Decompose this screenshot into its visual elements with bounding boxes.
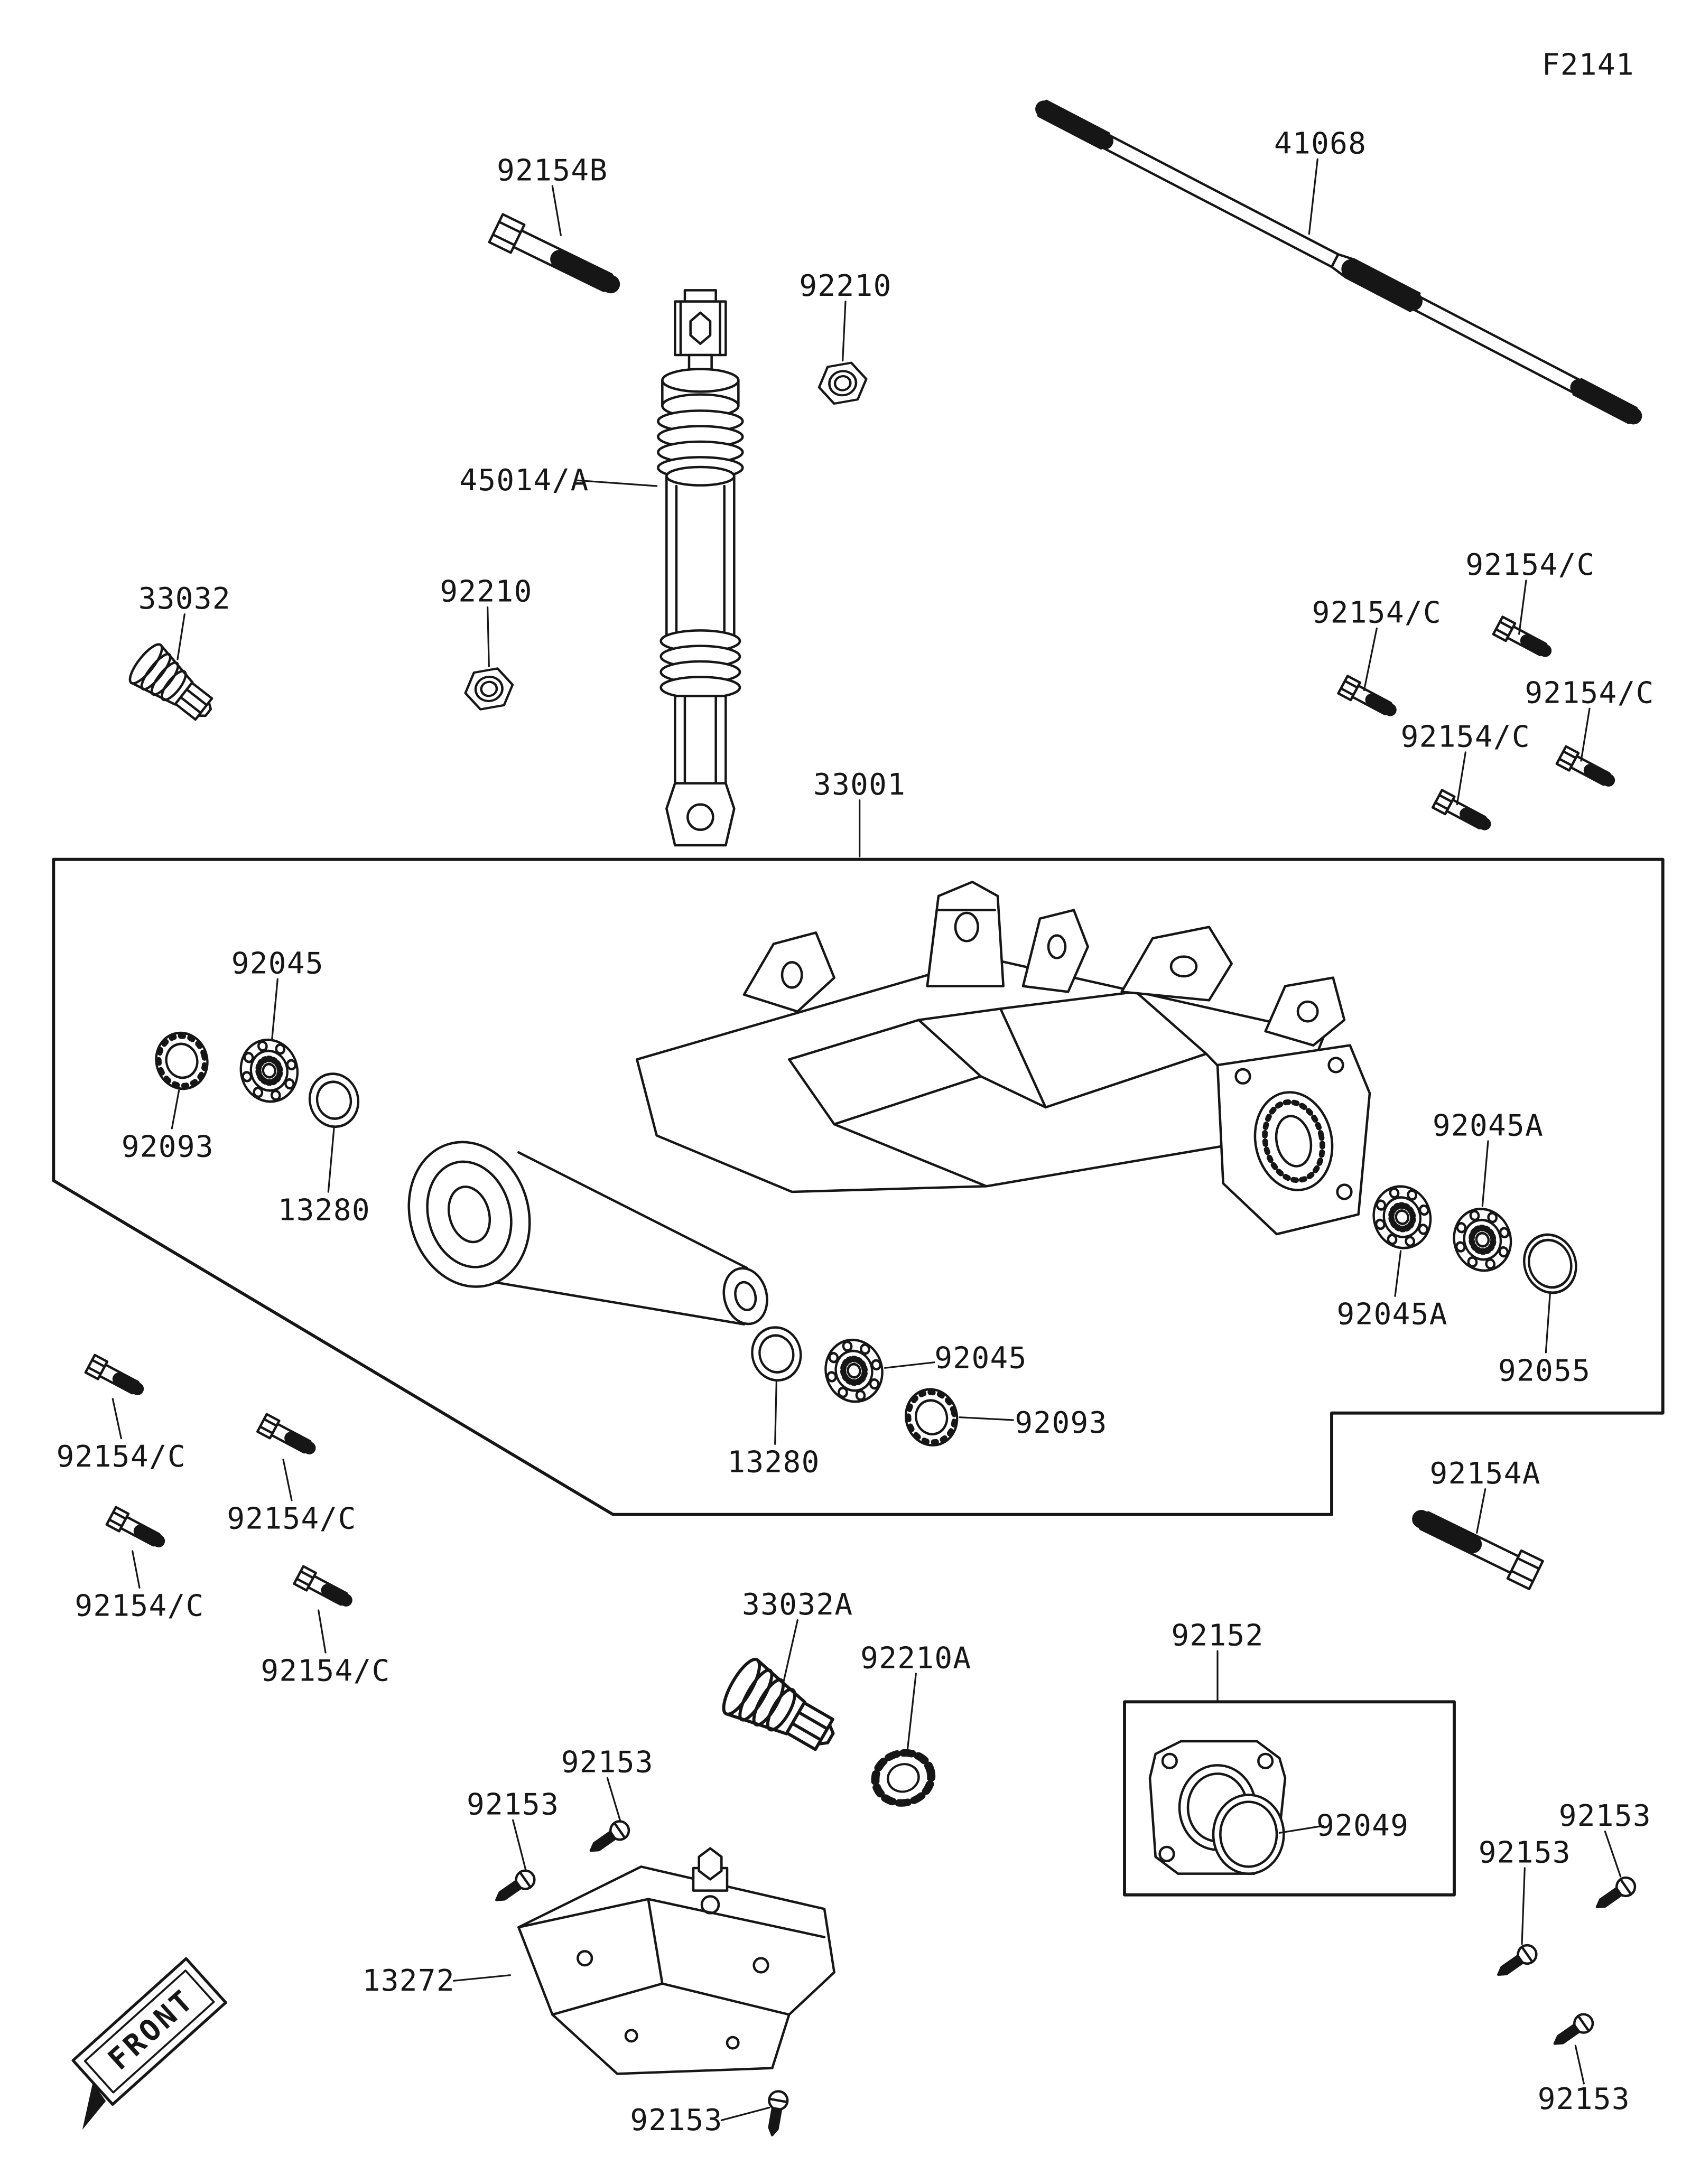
part-13272-plate — [517, 1847, 835, 2075]
part-label-92210-2: 92210 — [440, 575, 532, 609]
diagram: FRONT — [52, 48, 1665, 2138]
part-label-92045a-2: 92045A — [1337, 1298, 1448, 1332]
part-92153-screw-1 — [586, 1818, 633, 1859]
part-92153-screw-6 — [1549, 2011, 1596, 2051]
part-92154c-bolt-2 — [1339, 676, 1398, 720]
part-92154c-bolt-7 — [107, 1507, 166, 1551]
part-label-92154a: 92154A — [1430, 1457, 1541, 1491]
part-92210a-nut — [870, 1747, 937, 1809]
part-label-13280-1: 13280 — [278, 1193, 370, 1227]
part-label-33001: 33001 — [813, 768, 906, 802]
part-92153-screw-5 — [1493, 1942, 1540, 1982]
part-label-41068: 41068 — [1274, 127, 1367, 161]
part-label-92154c-6: 92154/C — [227, 1501, 356, 1536]
part-92049-ring — [1212, 1794, 1285, 1875]
part-92055-oring — [1516, 1227, 1584, 1300]
part-label-92055: 92055 — [1498, 1354, 1591, 1388]
part-92153-screw-3 — [763, 2090, 789, 2137]
part-label-92153-2: 92153 — [467, 1788, 559, 1822]
part-label-92210-1: 92210 — [799, 269, 891, 303]
part-41068-axle — [1035, 99, 1642, 425]
part-label-92049: 92049 — [1316, 1809, 1409, 1843]
part-label-92154c-3: 92154/C — [1525, 676, 1654, 711]
part-92154c-bolt-4 — [1433, 790, 1492, 834]
front-arrow-icon — [82, 2082, 106, 2130]
part-92154c-bolt-1 — [1493, 617, 1553, 661]
part-33032-plug — [125, 640, 223, 731]
part-92093-seal-1 — [150, 1027, 214, 1095]
part-45014-shock — [657, 289, 744, 847]
part-label-92045a-1: 92045A — [1433, 1108, 1544, 1143]
assembly-outline-92152 — [1123, 1700, 1456, 1897]
part-92045a-bearing-2 — [1446, 1201, 1519, 1278]
part-13280-ring-1 — [304, 1068, 364, 1132]
part-label-92154b: 92154B — [497, 153, 608, 188]
part-label-13272: 13272 — [363, 1964, 455, 1998]
part-92154c-bolt-6 — [257, 1414, 317, 1458]
part-label-45014a: 45014/A — [459, 463, 589, 498]
front-stamp: FRONT — [71, 1957, 227, 2130]
part-92045a-bearing-1 — [1366, 1179, 1439, 1256]
part-92045-bearing-1 — [234, 1033, 304, 1108]
part-92210-nut-2 — [462, 666, 516, 711]
part-label-92154c-5: 92154/C — [57, 1440, 186, 1474]
part-92045-bearing-2 — [819, 1333, 889, 1408]
part-label-92153-1: 92153 — [561, 1746, 654, 1780]
part-33001-swingarm — [407, 881, 1371, 1326]
part-label-92045-1: 92045 — [231, 947, 324, 981]
part-label-92093-2: 92093 — [1015, 1406, 1107, 1440]
part-label-92153-5: 92153 — [1479, 1835, 1571, 1870]
part-label-92210a: 92210A — [860, 1641, 971, 1675]
part-label-92045-2: 92045 — [934, 1341, 1027, 1375]
part-labels: F2141 92154B 41068 92210 45014/A 33032 9… — [57, 48, 1654, 2138]
part-13280-ring-2 — [746, 1322, 806, 1386]
part-92154b-bolt — [489, 214, 622, 301]
part-label-33032a: 33032A — [742, 1588, 853, 1622]
part-label-92153-4: 92153 — [1559, 1799, 1651, 1833]
part-92153-screw-4 — [1592, 1874, 1639, 1915]
part-label-13280-2: 13280 — [727, 1445, 820, 1480]
part-label-92153-6: 92153 — [1538, 2082, 1630, 2116]
assembly-outline-33001 — [52, 857, 1665, 1516]
front-stamp-box — [71, 1957, 227, 2106]
part-92153-screw-2 — [491, 1867, 538, 1908]
part-label-92153-3: 92153 — [630, 2103, 722, 2138]
part-92093-seal-2 — [899, 1384, 963, 1451]
part-label-92154c-2: 92154/C — [1312, 596, 1442, 630]
part-label-92093-1: 92093 — [122, 1130, 214, 1164]
part-label-92154c-7: 92154/C — [75, 1589, 204, 1623]
sheet-code: F2141 — [1542, 48, 1634, 82]
part-label-92152: 92152 — [1171, 1619, 1263, 1653]
part-33032a-plug — [717, 1655, 846, 1765]
part-92154c-bolt-5 — [86, 1355, 145, 1399]
part-label-33032: 33032 — [138, 582, 231, 616]
part-label-92154c-1: 92154/C — [1465, 548, 1595, 582]
part-label-92154c-4: 92154/C — [1401, 720, 1530, 754]
part-92154a-bolt — [1410, 1503, 1543, 1589]
part-label-92154c-8: 92154/C — [261, 1654, 390, 1688]
part-92210-nut-1 — [816, 361, 870, 406]
leader-lines — [112, 158, 1622, 2121]
part-92154c-bolt-3 — [1557, 746, 1616, 790]
part-92154c-bolt-8 — [294, 1566, 354, 1610]
